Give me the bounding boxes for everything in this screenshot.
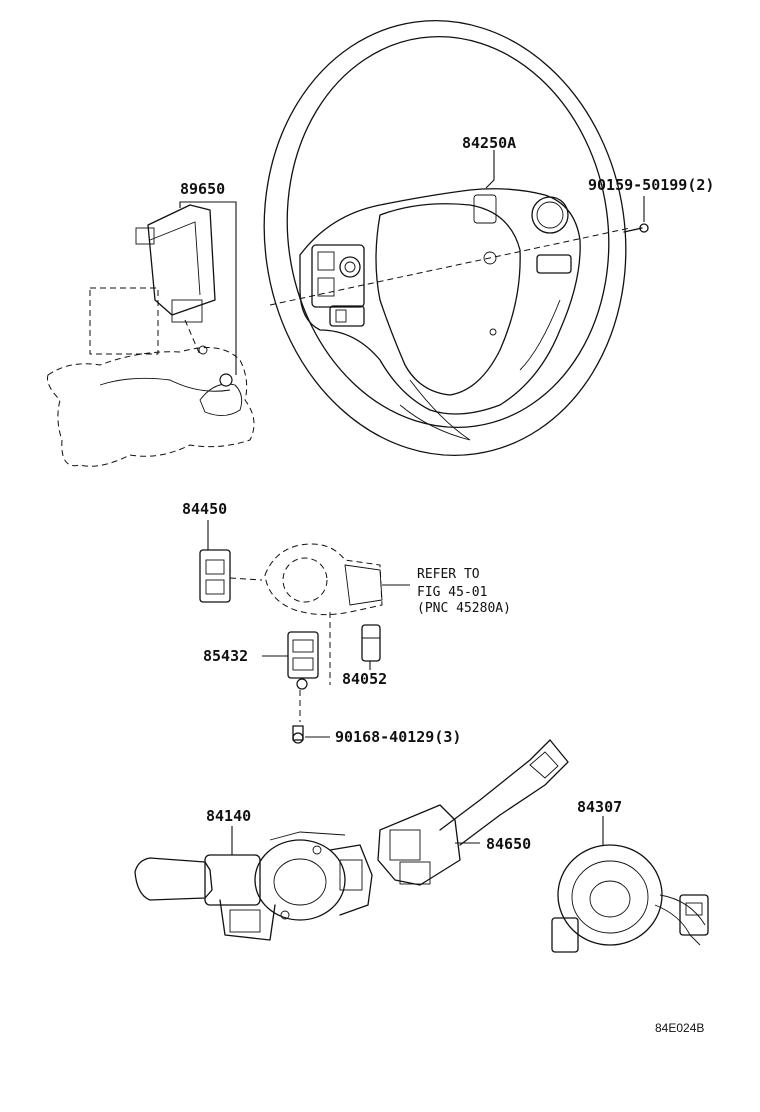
label-84052: 84052	[342, 670, 387, 688]
combination-switch-84140[interactable]	[134, 831, 373, 941]
label-84307: 84307	[577, 798, 622, 816]
label-84140: 84140	[206, 807, 251, 825]
label-84250A: 84250A	[462, 134, 516, 152]
spiral-cable-84307[interactable]	[551, 844, 709, 953]
steering-column-assembly	[47, 287, 255, 467]
leader-84250A	[485, 150, 495, 189]
lock-housing-reference	[264, 543, 383, 616]
label-90159-50199: 90159-50199(2)	[588, 176, 714, 194]
steering-wheel-84250A[interactable]	[236, 0, 653, 479]
switch-85432[interactable]	[287, 612, 331, 690]
switch-84450[interactable]	[199, 549, 263, 603]
switch-84052[interactable]	[361, 624, 381, 662]
refer-line3: (PNC 45280A)	[417, 601, 511, 616]
figure-code: 84E024B	[655, 1021, 704, 1035]
refer-line2: FIG 45-01	[417, 585, 487, 600]
module-89650[interactable]	[135, 204, 233, 387]
label-85432: 85432	[203, 647, 248, 665]
screw-90168-40129[interactable]	[292, 690, 304, 744]
label-90168-40129: 90168-40129(3)	[335, 728, 461, 746]
leader-89650	[179, 201, 237, 375]
label-84450: 84450	[182, 500, 227, 518]
screw-90159-50199[interactable]	[623, 223, 649, 233]
wiper-switch-84650[interactable]	[377, 739, 569, 886]
refer-line1: REFER TO	[417, 567, 480, 582]
label-89650: 89650	[180, 180, 225, 198]
label-84650: 84650	[486, 835, 531, 853]
